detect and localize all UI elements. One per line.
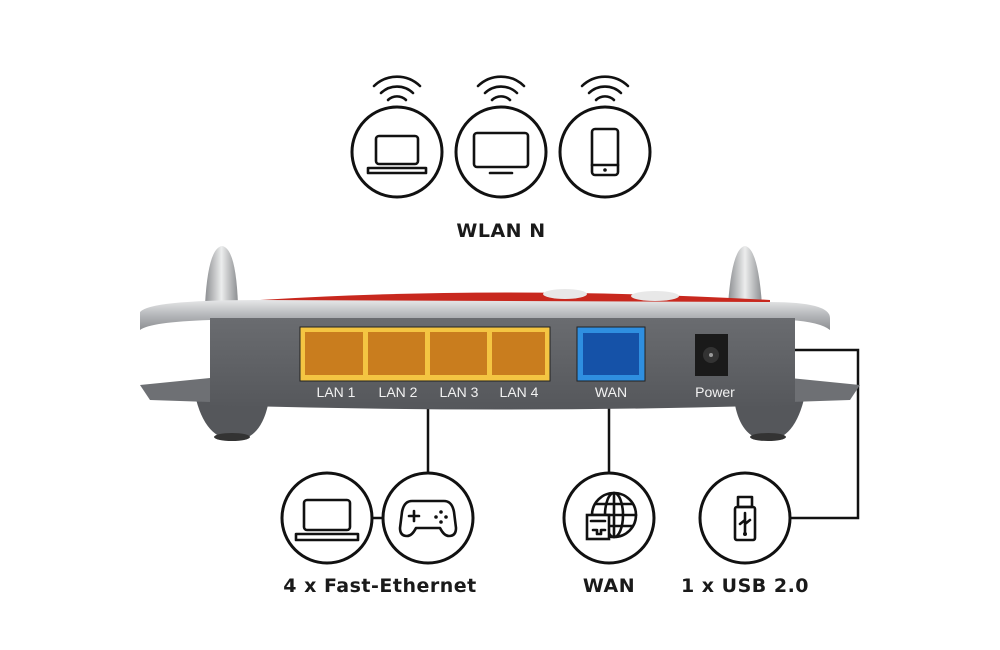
laptop-icon: [366, 134, 428, 175]
port-label-lan2: LAN 2: [379, 384, 418, 400]
wifi-icon: [372, 75, 422, 102]
port-label-lan1: LAN 1: [317, 384, 356, 400]
port-label-lan3: LAN 3: [440, 384, 479, 400]
usb-connector-line: [790, 348, 860, 520]
ethernet-gamepad: [381, 471, 475, 565]
router: LAN 1 LAN 2 LAN 3 LAN 4 WAN Power: [140, 246, 860, 441]
wlan-label: WLAN N: [456, 220, 545, 242]
globe-ethernet-icon: [585, 491, 638, 541]
wifi-icon: [476, 75, 526, 102]
smartphone-icon: [590, 127, 620, 177]
port-label-lan4: LAN 4: [500, 384, 539, 400]
port-label-power: Power: [695, 384, 735, 400]
wan-label: WAN: [583, 575, 635, 597]
wifi-icon: [580, 75, 630, 102]
wlan-laptop: [350, 75, 444, 199]
usb-storage: [698, 471, 792, 565]
usb-stick-icon: [733, 495, 757, 542]
wlan-smartphone: [558, 75, 652, 199]
wan-internet: [562, 471, 656, 565]
router-shell: [140, 300, 830, 330]
gamepad-icon: [398, 499, 458, 538]
usb-label: 1 x USB 2.0: [681, 575, 809, 597]
lan-port-jacks: [305, 332, 545, 375]
laptop-icon: [294, 498, 360, 542]
antenna-left: [205, 246, 238, 305]
ethernet-label: 4 x Fast-Ethernet: [283, 575, 477, 597]
wlan-monitor: [454, 75, 548, 199]
antenna-right: [728, 246, 762, 305]
ethernet-laptop: [280, 471, 374, 565]
monitor-icon: [472, 131, 530, 175]
port-label-wan: WAN: [595, 384, 627, 400]
